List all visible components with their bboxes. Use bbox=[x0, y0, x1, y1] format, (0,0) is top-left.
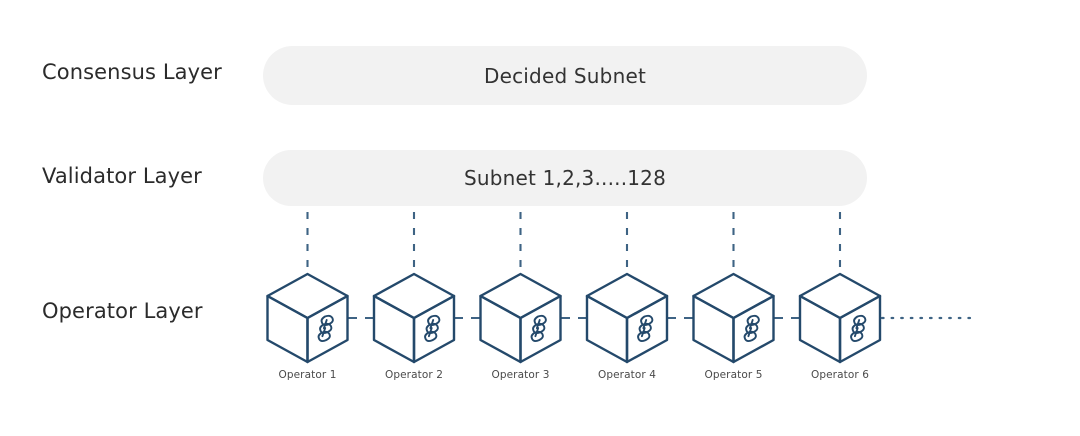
row-label-validator-layer: Validator Layer bbox=[42, 164, 202, 188]
pill-subnet-range-label: Subnet 1,2,3.....128 bbox=[463, 166, 667, 190]
validator-to-operator-connectors bbox=[306, 212, 842, 276]
operator-caption-5: Operator 5 bbox=[704, 369, 763, 381]
operator-caption-2: Operator 2 bbox=[384, 369, 444, 381]
row-label-operator-layer: Operator Layer bbox=[42, 299, 203, 323]
operator-cube-5[interactable] bbox=[692, 272, 775, 364]
operator-caption-6: Operator 6 bbox=[810, 369, 870, 381]
operator-cube-1[interactable] bbox=[266, 272, 349, 364]
operator-caption-1: Operator 1 bbox=[278, 369, 337, 381]
operator-cube-4[interactable] bbox=[585, 272, 669, 364]
pill-subnet-range: Subnet 1,2,3.....128 bbox=[263, 150, 867, 206]
pill-decided-subnet-label: Decided Subnet bbox=[484, 63, 646, 88]
row-label-consensus-layer: Consensus Layer bbox=[42, 60, 222, 84]
operator-cube-3[interactable] bbox=[479, 272, 562, 364]
pill-decided-subnet: Decided Subnet bbox=[263, 46, 867, 105]
operator-cube-6[interactable] bbox=[798, 272, 882, 364]
operator-caption-3: Operator 3 bbox=[491, 369, 550, 381]
operator-cube-2[interactable] bbox=[372, 272, 456, 364]
operator-caption-4: Operator 4 bbox=[597, 369, 657, 381]
